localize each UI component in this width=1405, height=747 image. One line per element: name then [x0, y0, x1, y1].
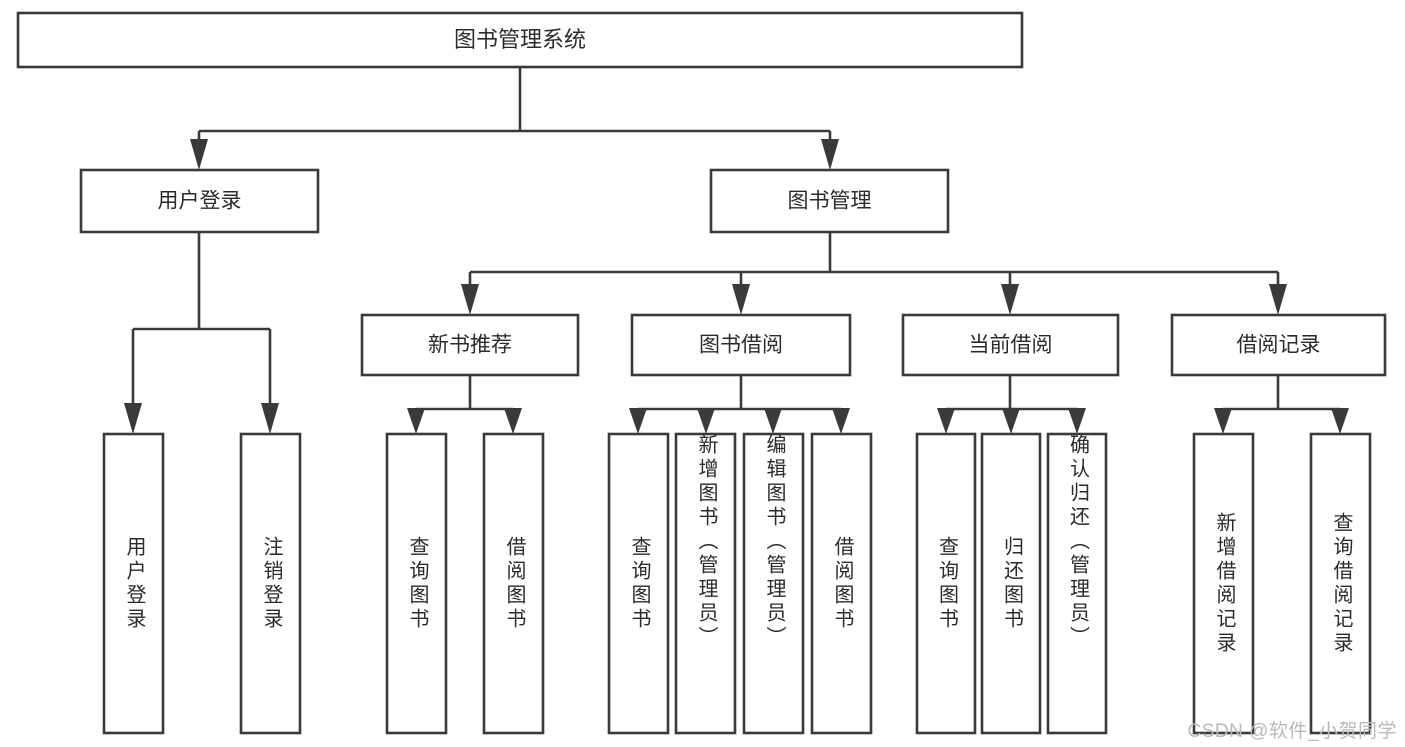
arrow-to-book-manage [821, 139, 839, 170]
arrow-to-current-borrow [1001, 284, 1019, 315]
arrow-to-leaf-add-book [697, 408, 715, 434]
root-box[interactable] [16, 11, 1024, 69]
connector-lines [124, 67, 1349, 434]
arrow-to-leaf-user-login [124, 403, 142, 434]
leaf-box-return-book[interactable] [980, 432, 1042, 735]
node-current-borrow[interactable]: 当前借阅 [901, 313, 1120, 377]
user-login-label: 用户登录 [158, 190, 242, 213]
arrow-to-leaf-query-book-borrow [629, 408, 647, 434]
node-root[interactable]: 图书管理系统 [16, 11, 1024, 69]
new-book-recommend-box[interactable] [360, 313, 580, 377]
leaf-box-logout[interactable] [239, 432, 302, 735]
arrow-to-leaf-borrow-book [832, 408, 850, 434]
leaf-box-edit-book[interactable] [742, 432, 805, 735]
arrow-to-user-login [190, 139, 208, 170]
leaf-box-query-book-rec[interactable] [385, 432, 448, 735]
current-borrow-box[interactable] [901, 313, 1120, 377]
arrow-to-leaf-logout [261, 403, 279, 434]
leaf-box-query-book-cur[interactable] [915, 432, 977, 735]
borrow-record-label: 借阅记录 [1237, 334, 1321, 357]
current-borrow-label: 当前借阅 [969, 334, 1053, 357]
book-manage-box[interactable] [709, 168, 950, 234]
arrow-to-borrow-record [1269, 284, 1287, 315]
book-manage-label: 图书管理 [788, 190, 872, 213]
arrow-to-leaf-borrow-book-rec [504, 408, 522, 434]
leaf-box-confirm-return[interactable] [1046, 432, 1108, 735]
node-user-login[interactable]: 用户登录 [79, 168, 320, 234]
book-borrow-label: 图书借阅 [699, 334, 783, 357]
arrow-to-leaf-query-record [1331, 408, 1349, 434]
root-label: 图书管理系统 [454, 27, 586, 52]
node-book-manage[interactable]: 图书管理 [709, 168, 950, 234]
user-login-box[interactable] [79, 168, 320, 234]
arrow-to-book-borrow [732, 284, 750, 315]
leaf-box-query-record[interactable] [1309, 432, 1372, 735]
leaf-box-add-record[interactable] [1192, 432, 1255, 735]
node-new-book-recommend[interactable]: 新书推荐 [360, 313, 580, 377]
arrow-to-leaf-add-record [1214, 408, 1232, 434]
leaf-box-user-login[interactable] [102, 432, 165, 735]
leaf-box-query-book-borrow[interactable] [607, 432, 670, 735]
arrow-to-leaf-query-book-rec [407, 408, 425, 434]
new-book-recommend-label: 新书推荐 [428, 334, 512, 357]
leaf-box-add-book[interactable] [674, 432, 737, 735]
arrow-to-leaf-query-book-cur [937, 408, 955, 434]
book-borrow-box[interactable] [630, 313, 852, 377]
arrow-to-leaf-confirm-return [1068, 408, 1086, 434]
leaf-node-boxes [102, 432, 1372, 735]
leaf-box-borrow-book[interactable] [810, 432, 873, 735]
node-borrow-record[interactable]: 借阅记录 [1170, 313, 1387, 377]
node-book-borrow[interactable]: 图书借阅 [630, 313, 852, 377]
arrow-to-new-book-recommend [461, 284, 479, 315]
arrow-to-leaf-return-book [1002, 408, 1020, 434]
borrow-record-box[interactable] [1170, 313, 1387, 377]
arrow-to-leaf-edit-book [764, 408, 782, 434]
csdn-watermark: CSDN @软件_小贺同学 [1187, 721, 1397, 742]
leaf-box-borrow-book-rec[interactable] [482, 432, 545, 735]
